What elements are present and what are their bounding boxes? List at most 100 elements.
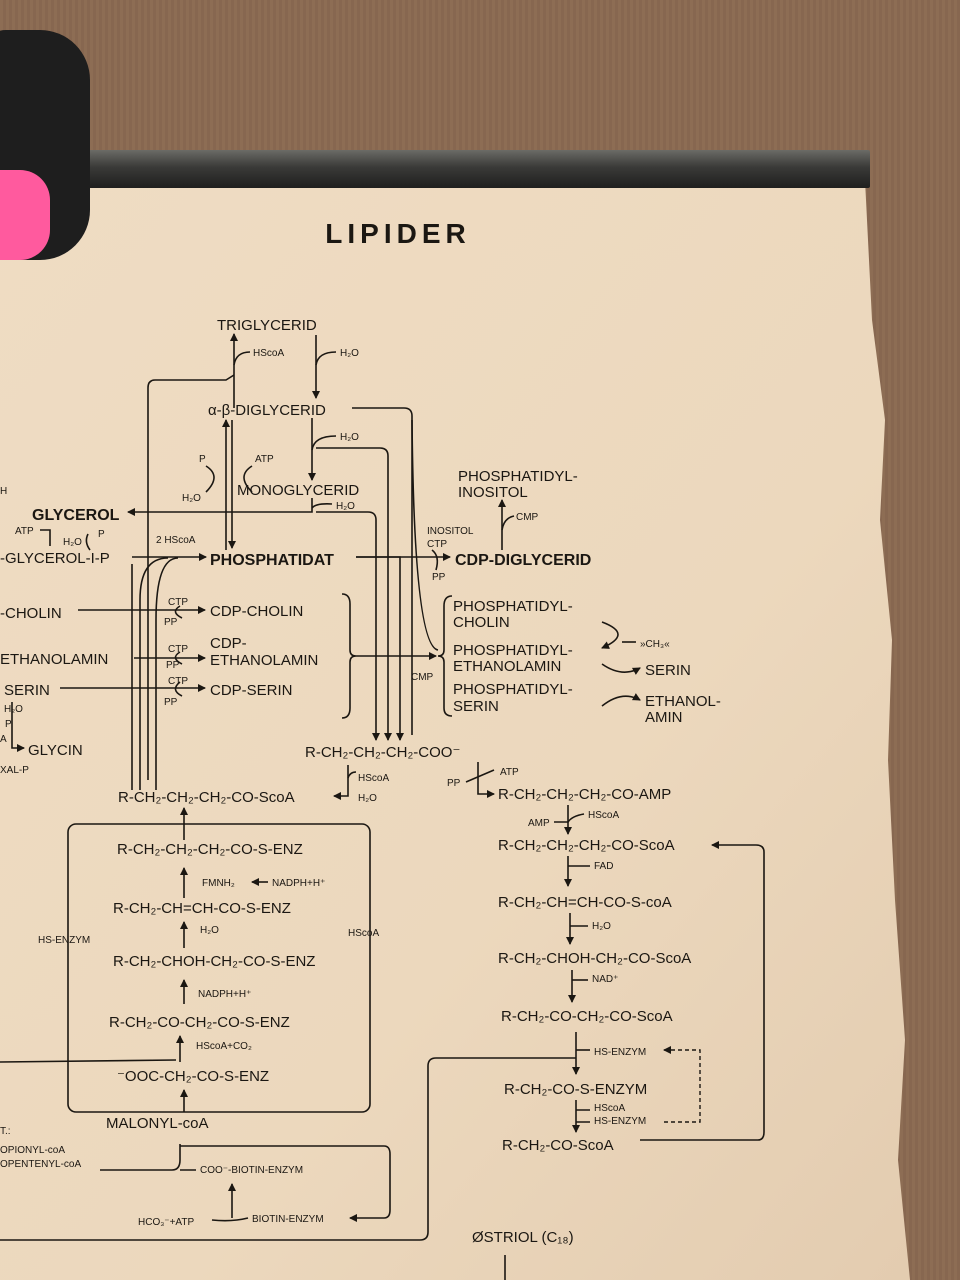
cof-cmp-1: CMP	[516, 512, 539, 523]
label-syn2: R-CH₂-CH=CH-CO-S-ENZ	[113, 900, 291, 917]
arrow-hs-enzym-recycle	[663, 1046, 701, 1123]
cof-h2o-8: H₂O	[200, 925, 219, 936]
cof-a-cut: A	[0, 734, 7, 745]
hanging-rod	[60, 150, 870, 188]
line-glycerol-right	[316, 511, 377, 735]
label-glycerol-p: -GLYCEROL-I-P	[0, 550, 110, 567]
line-vert-left-3	[155, 557, 179, 790]
line-triglycerid-loop	[147, 374, 235, 780]
line-ctp-pp-1	[174, 605, 183, 619]
line-ctp-pp	[431, 549, 439, 571]
arrow-serin-swap	[601, 663, 641, 675]
label-ox3: R-CH₂-CHOH-CH₂-CO-ScoA	[498, 950, 691, 967]
cof-pp-4: PP	[164, 697, 178, 708]
label-cdp-ethanolamin-1: CDP-	[210, 635, 247, 652]
cof-h2o-9: H₂O	[592, 921, 611, 932]
label-serin-right: SERIN	[645, 662, 691, 679]
cof-hscoa-5: HScoA	[594, 1103, 625, 1114]
cof-xal-p: XAL-P	[0, 765, 29, 776]
arrow-h2o-branch-2	[311, 435, 337, 451]
label-ox5: R-CH₂-CO-S-ENZYM	[504, 1081, 647, 1098]
label-phosphatidyl-inositol-2: INOSITOL	[458, 484, 528, 501]
cof-h2o-2: H₂O	[340, 432, 359, 443]
line-hscoa-out	[576, 1109, 590, 1123]
cof-p-2: P	[98, 529, 105, 540]
line-ctp-pp-3	[174, 681, 183, 697]
cof-p-1: P	[199, 454, 206, 465]
label-ethanolamin-right-1: ETHANOL-	[645, 693, 721, 710]
label-pcholin-1: PHOSPHATIDYL-	[453, 598, 573, 615]
label-cdp-diglycerid: CDP-DIGLYCERID	[455, 552, 591, 569]
cof-inositol: INOSITOL	[427, 526, 474, 537]
label-syn3: R-CH₂-CHOH-CH₂-CO-S-ENZ	[113, 953, 315, 970]
cof-h2o-3: H₂O	[182, 493, 201, 504]
label-malonyl: MALONYL-coA	[106, 1115, 209, 1132]
cof-hscoa-3: HScoA	[348, 928, 379, 939]
label-cholin: -CHOLIN	[0, 605, 62, 622]
cof-nadph-1: NADPH+H⁺	[272, 878, 325, 889]
cof-pp-2: PP	[164, 617, 178, 628]
label-ox6: R-CH₂-CO-ScoA	[502, 1137, 614, 1154]
arrow-p-loop	[205, 465, 215, 493]
cof-h2o-6: H₂O	[4, 704, 23, 715]
line-dig-right	[352, 407, 413, 735]
label-ox4: R-CH₂-CO-CH₂-CO-ScoA	[501, 1008, 673, 1025]
cof-ctp-3: CTP	[168, 644, 188, 655]
label-pethanolamin-1: PHOSPHATIDYL-	[453, 642, 573, 659]
label-ox2: R-CH₂-CH=CH-CO-S-coA	[498, 894, 672, 911]
cof-h2o-7: H₂O	[358, 793, 377, 804]
label-acyl-amp: R-CH₂-CH₂-CH₂-CO-AMP	[498, 786, 671, 803]
line-biotin-loop	[180, 1145, 391, 1219]
cof-fmnh2: FMNH₂	[202, 878, 235, 889]
label-glycin: GLYCIN	[28, 742, 83, 759]
line-cmp-right	[411, 419, 439, 651]
label-pserin-1: PHOSPHATIDYL-	[453, 681, 573, 698]
cof-ctp-4: CTP	[168, 676, 188, 687]
label-serin-left: SERIN	[4, 682, 50, 699]
cof-h-cut: H	[0, 486, 7, 497]
label-cdp-serin: CDP-SERIN	[210, 682, 293, 699]
synthesis-cycle-frame	[67, 823, 371, 1113]
arrow-ch3-loop	[601, 621, 619, 649]
label-ostriol: ØSTRIOL (C₁₈)	[472, 1229, 574, 1246]
cof-pp-3: PP	[166, 660, 180, 671]
cof-nadph-2: NADPH+H⁺	[198, 989, 251, 1000]
label-ox1: R-CH₂-CH₂-CH₂-CO-ScoA	[498, 837, 675, 854]
label-ethanolamin-right-2: AMIN	[645, 709, 683, 726]
cof-hscoa-4: HScoA	[588, 810, 619, 821]
label-syn4: R-CH₂-CO-CH₂-CO-S-ENZ	[109, 1014, 290, 1031]
label-pentenyl: OPENTENYL-coA	[0, 1159, 81, 1170]
cof-h2o-1: H₂O	[340, 348, 359, 359]
arrow-atp-loop	[243, 465, 253, 493]
label-pcholin-2: CHOLIN	[453, 614, 510, 631]
line-h2o-p	[85, 533, 91, 551]
cof-atp-2: ATP	[15, 526, 34, 537]
arrow-h2o-branch-1	[315, 351, 337, 366]
line-hco3-branch	[211, 1217, 249, 1222]
line-phosphatidat-right	[356, 556, 401, 735]
label-triglycerid: TRIGLYCERID	[217, 317, 317, 334]
line-propionyl-join	[100, 1144, 181, 1171]
label-propionyl: OPIONYL-coA	[0, 1145, 65, 1156]
poster-title: LIPIDER	[325, 218, 470, 249]
line-atp-glycerol	[40, 529, 51, 546]
cof-hscoa-co2: HScoA+CO₂	[196, 1041, 252, 1052]
brace-phosphatidyls	[437, 595, 453, 717]
label-glycerol: GLYCEROL	[32, 507, 120, 524]
cof-fad: FAD	[594, 861, 613, 872]
arrow-ethanolamin-swap	[601, 693, 641, 707]
cof-cmp-2: CMP	[411, 672, 434, 683]
cof-hs-enzym-1: HS-ENZYM	[38, 935, 90, 946]
lipid-poster: LIPIDER TRIGLYCERID α-β-DIGLYCERID MONOG…	[0, 180, 910, 1280]
arrow-acid-to-amp	[477, 762, 495, 798]
line-syn-left-feed	[0, 1059, 177, 1063]
label-acyl-coa: R-CH₂-CH₂-CH₂-CO-ScoA	[118, 789, 295, 806]
cof-atp-1: ATP	[255, 454, 274, 465]
label-phosphatidat: PHOSPHATIDAT	[210, 552, 334, 569]
line-vert-left-2	[139, 557, 169, 790]
cof-p-3: P	[5, 719, 12, 730]
line-inositol-cmp	[501, 515, 515, 531]
cof-hscoa-1: HScoA	[253, 348, 284, 359]
cof-ctp-1: CTP	[427, 539, 447, 550]
cof-ctp-2: CTP	[168, 597, 188, 608]
